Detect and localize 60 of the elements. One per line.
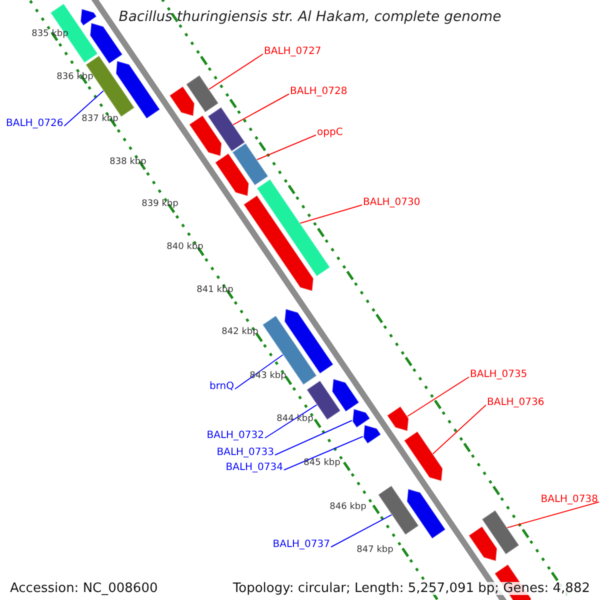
scale-label: 847 kbp xyxy=(356,546,394,555)
scale-label: 841 kbp xyxy=(196,286,234,295)
title: Bacillus thuringiensis str. Al Hakam, complete genome xyxy=(118,10,502,24)
leader-line xyxy=(406,376,470,417)
scale-label: 844 kbp xyxy=(276,415,314,424)
scale-label: 840 kbp xyxy=(166,243,204,252)
gene-feature xyxy=(90,22,124,64)
gene-feature xyxy=(243,194,314,292)
leader-line xyxy=(284,436,364,470)
gene-feature xyxy=(232,142,269,186)
gene-feature xyxy=(378,485,420,536)
gene-label: BALH_0734 xyxy=(226,463,283,473)
scale-label: 846 kbp xyxy=(328,503,368,512)
gene-label: BALH_0730 xyxy=(363,198,420,208)
gene-label: BALH_0733 xyxy=(216,448,274,458)
leader-line xyxy=(64,90,104,126)
scale-label: 845 kbp xyxy=(302,459,342,468)
leader-line xyxy=(234,354,284,390)
gene-label: BALH_0736 xyxy=(487,398,544,408)
leader-line xyxy=(274,420,352,456)
gene-feature xyxy=(386,406,410,432)
gene-feature xyxy=(406,488,446,540)
gene-label: oppC xyxy=(317,128,343,138)
scale-label: 837 kbp xyxy=(80,115,120,124)
leader-line xyxy=(208,54,264,90)
gene-feature xyxy=(188,114,222,157)
leader-line xyxy=(256,134,316,160)
scale-label: 839 kbp xyxy=(140,200,180,209)
gene-feature xyxy=(256,178,331,277)
gene-feature xyxy=(186,74,220,113)
leader-line xyxy=(232,94,290,126)
gene-feature xyxy=(468,526,498,562)
gene-feature xyxy=(352,408,371,428)
gene-feature xyxy=(50,3,98,64)
gene-feature xyxy=(207,106,246,152)
gene-feature xyxy=(284,308,334,374)
gene-label: BALH_0732 xyxy=(206,431,264,441)
gene-feature xyxy=(404,430,444,482)
gene-label: BALH_0728 xyxy=(290,87,348,97)
leader-line xyxy=(264,404,318,438)
leader-line xyxy=(300,204,362,224)
gene-label: BALH_0726 xyxy=(6,119,64,129)
gene-label: BALH_0727 xyxy=(264,47,322,57)
footer-text: Topology: circular; Length: 5,257,091 bp; Genes: 4,882 xyxy=(232,582,590,595)
gene-label: brnQ xyxy=(210,382,234,392)
gene-feature xyxy=(362,424,382,444)
leader-line xyxy=(506,502,600,528)
scale-label: 842 kbp xyxy=(220,328,260,337)
gene-feature xyxy=(332,378,360,412)
leader-line xyxy=(330,514,392,548)
gene-feature xyxy=(80,8,98,26)
leader-line xyxy=(432,404,486,454)
gene-label: BALH_0735 xyxy=(470,370,528,380)
gene-label: BALH_0737 xyxy=(272,540,330,550)
gene-label: BALH_0738 xyxy=(540,495,598,505)
scale-label: 838 kbp xyxy=(108,158,148,167)
gene-feature xyxy=(481,510,520,555)
gene-feature xyxy=(214,152,250,197)
footer-text: Accession: NC_008600 xyxy=(10,582,158,595)
gene-feature xyxy=(168,86,195,117)
